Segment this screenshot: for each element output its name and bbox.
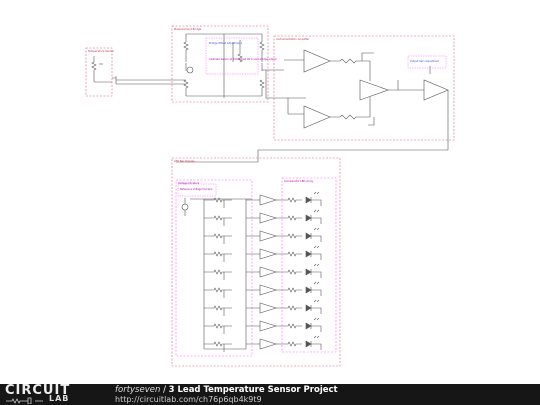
title-separator: /: [163, 385, 166, 395]
sensor-block-title: Temperature Sensor: [88, 49, 115, 53]
author-name[interactable]: fortyseven: [115, 385, 161, 395]
led-diode-icon: [305, 196, 312, 204]
led-diode-icon: [305, 286, 312, 294]
comparator-opamp: [259, 230, 278, 242]
led-light-icon: [313, 317, 320, 321]
divider-ref-note: Reference Voltage Dividers: [180, 188, 213, 191]
project-url[interactable]: http://circuitlab.com/ch76p6qb4k9t9: [115, 395, 262, 404]
calibration-note: Calibrate Sensor at 25C; Adjust RV to ze…: [209, 58, 277, 61]
divider-resistor: [204, 215, 260, 226]
led-diode-icon: [305, 268, 312, 276]
led-light-icon: [313, 209, 320, 213]
divider-block: [175, 179, 253, 357]
led-light-icon: [313, 299, 320, 303]
divider-block-title: Voltage Dividers: [178, 181, 200, 185]
comparator-opamp: [259, 194, 278, 206]
bar-display-title: LED Bar Display: [174, 159, 195, 163]
led-resistor: [276, 251, 302, 257]
led-light-icon: [313, 281, 320, 285]
led-wire: [310, 251, 322, 260]
instrumentation-block-title: Instrumentation Amplifier: [276, 37, 310, 41]
bridge-adjust-note: Bridge Offset Adjustment: [209, 41, 242, 45]
led-resistor: [276, 197, 302, 203]
led-resistor: [276, 341, 302, 347]
led-wire: [310, 215, 322, 224]
sensor-block: [85, 47, 113, 97]
bar-display-block: [171, 157, 341, 367]
led-wire: [310, 197, 322, 206]
led-wire: [310, 323, 322, 332]
bridge-block-title: Measurement Bridge: [174, 27, 201, 31]
comparator-opamp: [259, 302, 278, 314]
comparator-opamp: [259, 338, 278, 350]
project-title-line: fortyseven / 3 Lead Temperature Sensor P…: [115, 385, 338, 395]
divider-resistor: [204, 323, 260, 334]
schematic-canvas: Temperature Sensor Measurement Bridge In…: [85, 25, 455, 367]
led-light-icon: [313, 245, 320, 249]
led-resistor: [276, 323, 302, 329]
led-light-icon: [313, 335, 320, 339]
divider-resistor: [204, 305, 260, 316]
led-light-icon: [313, 263, 320, 267]
instrumentation-block: [273, 35, 455, 141]
led-resistor: [276, 305, 302, 311]
divider-note-box: [177, 183, 217, 197]
comparator-opamp: [259, 320, 278, 332]
logo-circuit-icon: [6, 397, 43, 404]
divider-resistor: [204, 233, 260, 244]
divider-resistor: [204, 341, 260, 352]
comparator-opamp: [259, 248, 278, 260]
led-wire: [310, 233, 322, 242]
led-light-icon: [313, 227, 320, 231]
divider-resistor: [204, 251, 260, 262]
led-wire: [310, 287, 322, 296]
led-block-title: Comparator LED Array: [284, 179, 314, 183]
logo-text-bottom: LAB: [49, 394, 70, 403]
led-light-icon: [313, 191, 320, 195]
project-name: 3 Lead Temperature Sensor Project: [168, 385, 338, 395]
led-wire: [310, 305, 322, 314]
led-resistor: [276, 233, 302, 239]
bridge-block: [171, 25, 269, 103]
bridge-adjust-note-box: [205, 37, 259, 75]
led-block: [281, 177, 337, 353]
gain-adjust-note: Output Gain Adjustment: [410, 60, 439, 63]
led-diode-icon: [305, 340, 312, 348]
led-diode-icon: [305, 250, 312, 258]
divider-resistor: [204, 287, 260, 298]
led-resistor: [276, 287, 302, 293]
divider-resistor: [204, 269, 260, 280]
divider-resistor: [204, 197, 260, 208]
led-diode-icon: [305, 322, 312, 330]
led-diode-icon: [305, 232, 312, 240]
logo-text-top: CIRCUIT: [5, 383, 71, 398]
led-wire: [310, 341, 322, 350]
led-diode-icon: [305, 304, 312, 312]
led-diode-icon: [305, 214, 312, 222]
comparator-opamp: [259, 266, 278, 278]
led-wire: [310, 269, 322, 278]
gain-adjust-note-box: [407, 55, 447, 69]
circuitlab-logo[interactable]: CIRCUIT LAB: [5, 383, 93, 404]
led-resistor: [276, 215, 302, 221]
footer-bar: CIRCUIT LAB fortyseven / 3 Lead Temperat…: [0, 383, 540, 405]
led-resistor: [276, 269, 302, 275]
comparator-opamp: [259, 284, 278, 296]
comparator-opamp: [259, 212, 278, 224]
